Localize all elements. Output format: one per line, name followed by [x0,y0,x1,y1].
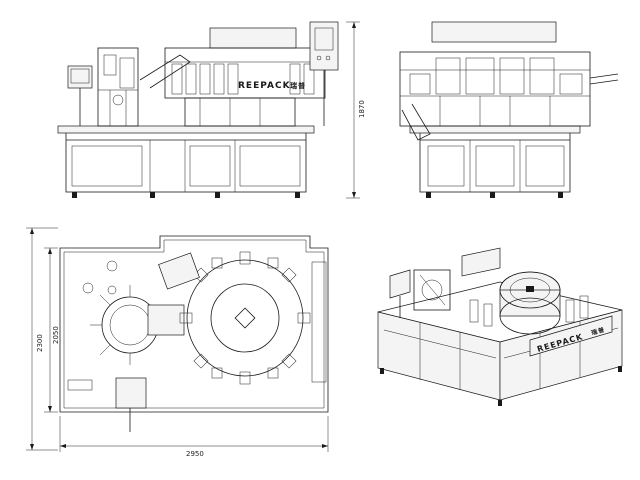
front-base-cabinet [65,131,307,193]
front-control-cabinet [309,21,339,71]
plan-outer-frame [59,235,329,413]
iso-base-left-face [377,311,501,401]
iso-brand-panel [529,315,613,357]
front-brand-label: REEPACK [238,81,291,91]
iso-grippers [469,295,589,327]
depth-outer-dimension: 2300 [26,227,58,451]
plan-sealer-box [115,377,147,409]
top-plan-view: 2950 2300 2050 [26,227,329,458]
side-legs [426,192,563,198]
iso-touch-screen [389,269,411,299]
plan-fitting [106,260,118,272]
side-feeder-arm [589,73,619,79]
side-elevation-view [399,21,619,198]
plan-left-turret [90,285,185,365]
height-dimension: 1870 [346,21,366,199]
width-dim-label: 2950 [186,450,204,458]
side-mechanism-body [399,51,591,127]
front-lower-drum [184,97,296,127]
isometric-view: REEPACK 瑞普 [377,247,623,406]
plan-main-turret [179,251,311,385]
front-bag-feeder [139,54,191,89]
front-elevation-view: REEPACK 瑞普 1870 [57,21,366,199]
side-top-hopper [431,21,557,43]
iso-left-mechanism [413,269,451,311]
side-discharge-chute [401,103,431,141]
iso-rotary-drum [499,271,561,335]
front-brand-suffix: 瑞普 [290,81,306,90]
front-filler-tower [97,47,139,127]
front-top-hopper [209,27,297,49]
front-legs [72,192,300,198]
front-table-top [57,125,315,134]
iso-top-hopper [461,247,501,277]
depth-inner-dim-label: 2050 [52,326,60,344]
depth-outer-dim-label: 2300 [36,334,44,352]
depth-inner-dimension: 2050 [44,247,60,413]
side-table-top [409,125,581,134]
width-dimension: 2950 [59,416,329,458]
iso-legs [380,366,622,406]
iso-brand-suffix: 瑞普 [590,325,606,337]
front-gripper-row [171,63,315,95]
plan-panel [67,379,93,391]
height-dim-label: 1870 [358,100,366,118]
side-base-cabinet [419,131,571,193]
plan-bag-magazine [158,252,200,290]
plan-side-conveyor [311,261,327,383]
front-touch-screen [67,65,93,89]
